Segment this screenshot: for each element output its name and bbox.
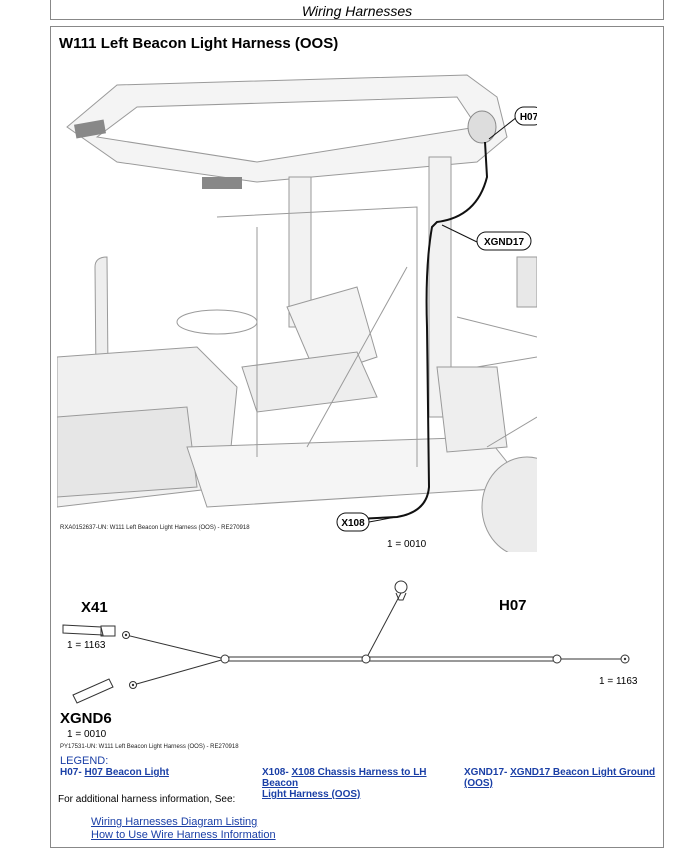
legend-link[interactable]: H07 Beacon Light	[84, 767, 169, 778]
legend-link-cont[interactable]: Light Harness (OOS)	[262, 789, 361, 800]
legend-link[interactable]: XGND17 Beacon Light Ground	[510, 767, 656, 778]
illustration-caption: RXA0152637-UN: W111 Left Beacon Light Ha…	[60, 525, 250, 531]
x41-circuit-code: 1 = 1163	[67, 640, 106, 651]
xgnd6-label: XGND6	[60, 710, 112, 727]
callout-xgnd17: XGND17	[484, 237, 524, 248]
legend-link[interactable]: X108 Chassis Harness to LH Beacon	[262, 767, 427, 789]
callout-x108: X108	[341, 518, 365, 529]
diagram-caption: PY17531-UN: W111 Left Beacon Light Harne…	[60, 744, 239, 750]
panel-title: W111 Left Beacon Light Harness (OOS)	[59, 35, 339, 52]
legend-link-cont[interactable]: (OOS)	[464, 778, 493, 789]
x41-label: X41	[81, 599, 108, 616]
harness-panel: W111 Left Beacon Light Harness (OOS)	[50, 26, 664, 848]
legend-item-xgnd17[interactable]: XGND17- XGND17 Beacon Light Ground (OOS)	[464, 767, 659, 789]
page-header: Wiring Harnesses	[50, 0, 664, 20]
link-how-to-use[interactable]: How to Use Wire Harness Information	[91, 829, 276, 841]
legend-code: XGND17-	[464, 767, 508, 778]
wiring-diagram	[62, 580, 630, 704]
link-diagram-listing[interactable]: Wiring Harnesses Diagram Listing	[91, 816, 258, 828]
header-title: Wiring Harnesses	[301, 3, 413, 19]
xgnd6-circuit-code: 1 = 0010	[67, 729, 107, 740]
callout-h07: H07	[520, 112, 537, 123]
legend-code: H07-	[60, 767, 82, 778]
legend-item-h07[interactable]: H07- H07 Beacon Light	[60, 767, 169, 778]
h07-label: H07	[499, 597, 527, 614]
top-circuit-code: 1 = 0010	[387, 539, 427, 550]
tractor-illustration: H07 XGND17 X108	[57, 74, 537, 552]
legend-heading: LEGEND:	[60, 755, 109, 767]
info-text: For additional harness information, See:	[58, 794, 236, 805]
legend-code: X108-	[262, 767, 289, 778]
legend-item-x108[interactable]: X108- X108 Chassis Harness to LH Beacon …	[262, 767, 457, 800]
h07-circuit-code: 1 = 1163	[599, 676, 638, 687]
